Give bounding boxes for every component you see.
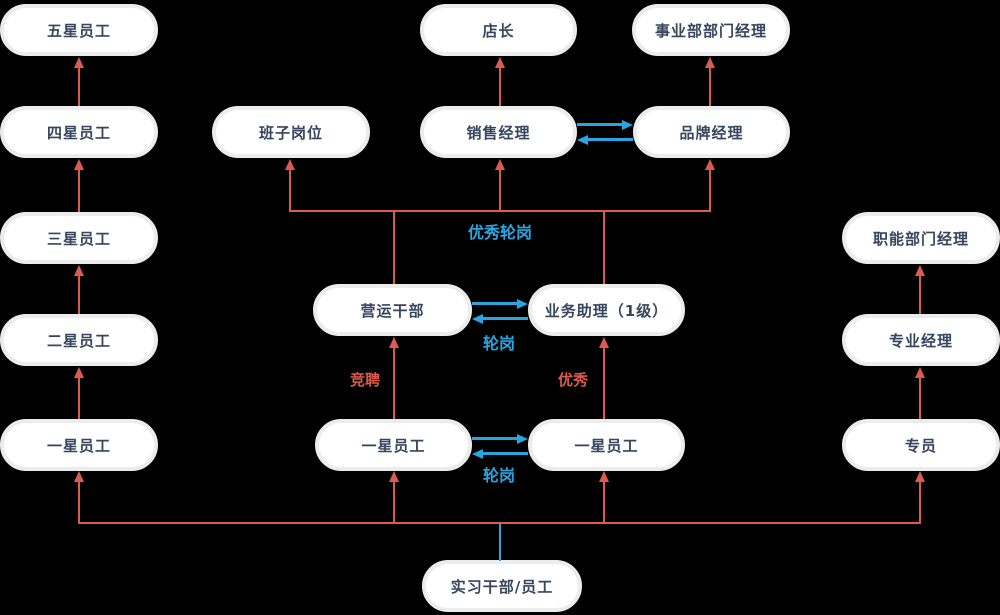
rotation-cadre-assistant-left-head [472, 314, 483, 324]
node-business-assistant: 业务助理（1级） [528, 284, 685, 336]
node-four-star: 四星员工 [0, 106, 158, 158]
arrow-base-to-onestar-mid-right-head [599, 471, 609, 482]
rotation-sales-brand-right-line [577, 123, 623, 126]
arrow-base-to-onestar-mid-right-line [603, 481, 605, 524]
node-professional-manager: 专业经理 [842, 314, 1000, 366]
node-intern: 实习干部/员工 [422, 560, 582, 612]
rotation-onestar-left-head [472, 449, 483, 459]
rotation-onestar-right-line [472, 437, 518, 440]
arrow-bus-to-team-post-head [285, 159, 295, 170]
arrow-specialist-to-professional-head [915, 367, 925, 378]
rotation-cadre-assistant-right-head [517, 299, 528, 309]
bus-drop-to-business-assistant [603, 210, 605, 284]
rotation-sales-brand-left-head [577, 135, 588, 145]
node-five-star: 五星员工 [0, 4, 158, 56]
arrow-threestar-to-fourstar-line [78, 169, 80, 212]
arrow-professional-to-functional-line [919, 275, 921, 314]
arrow-brand-to-division-head [705, 57, 715, 68]
node-one-star-mid-right: 一星员工 [528, 419, 685, 471]
rotation-sales-brand-left-line [588, 138, 633, 141]
intern-to-bus-line [499, 523, 501, 561]
arrow-twostar-to-threestar-line [78, 275, 80, 314]
arrow-sales-to-store-manager-line [499, 67, 501, 106]
label-rotation-bottom: 轮岗 [483, 466, 516, 485]
rotation-cadre-assistant-right-line [472, 302, 518, 305]
arrow-specialist-to-professional-line [919, 377, 921, 419]
node-operations-cadre: 营运干部 [313, 284, 472, 336]
arrow-onestar-to-twostar-line [78, 377, 80, 419]
arrow-twostar-to-threestar-head [74, 265, 84, 276]
rotation-sales-brand-right-head [622, 120, 633, 130]
node-brand-manager: 品牌经理 [633, 106, 790, 158]
arrow-professional-to-functional-head [915, 265, 925, 276]
arrow-onestar-to-operations-cadre-head [389, 337, 399, 348]
arrow-brand-to-division-line [709, 67, 711, 106]
arrow-base-to-onestar-mid-left-head [389, 471, 399, 482]
label-rotation-mid: 轮岗 [483, 334, 516, 353]
node-division-dept-manager: 事业部部门经理 [632, 4, 790, 56]
label-competition: 竞聘 [350, 371, 381, 389]
arrow-base-to-onestar-mid-left-line [393, 481, 395, 524]
arrow-bus-to-brand-manager-line [709, 169, 711, 210]
arrow-fourstar-to-fivestar-line [78, 67, 80, 106]
node-one-star-mid-left: 一星员工 [315, 419, 472, 471]
upper-bus-line [289, 210, 711, 212]
rotation-cadre-assistant-left-line [483, 317, 528, 320]
arrow-base-to-onestar-left-line [78, 481, 80, 524]
rotation-onestar-right-head [517, 434, 528, 444]
node-specialist: 专员 [842, 419, 1000, 471]
label-excellent-rotation: 优秀轮岗 [468, 223, 533, 242]
node-team-post: 班子岗位 [212, 106, 370, 158]
arrow-base-to-specialist-head [915, 471, 925, 482]
label-excellent: 优秀 [558, 371, 589, 389]
node-store-manager: 店长 [420, 4, 577, 56]
arrow-base-to-specialist-line [919, 481, 921, 524]
bus-drop-to-operations-cadre [393, 210, 395, 284]
node-functional-dept-manager: 职能部门经理 [842, 212, 1000, 264]
arrow-onestar-to-twostar-head [74, 367, 84, 378]
node-one-star-left: 一星员工 [0, 419, 158, 471]
arrow-bus-to-sales-manager-head [495, 159, 505, 170]
rotation-onestar-left-line [483, 452, 528, 455]
arrow-bus-to-brand-manager-head [705, 159, 715, 170]
arrow-fourstar-to-fivestar-head [74, 57, 84, 68]
arrow-threestar-to-fourstar-head [74, 159, 84, 170]
node-three-star: 三星员工 [0, 212, 158, 264]
arrow-onestar-to-business-assistant-head [599, 337, 609, 348]
arrow-base-to-onestar-left-head [74, 471, 84, 482]
arrow-sales-to-store-manager-head [495, 57, 505, 68]
arrow-onestar-to-operations-cadre-line [393, 347, 395, 419]
arrow-bus-to-team-post-line [289, 169, 291, 210]
arrow-bus-to-sales-manager-line [499, 169, 501, 210]
arrow-onestar-to-business-assistant-line [603, 347, 605, 419]
node-two-star: 二星员工 [0, 314, 158, 366]
node-sales-manager: 销售经理 [420, 106, 577, 158]
